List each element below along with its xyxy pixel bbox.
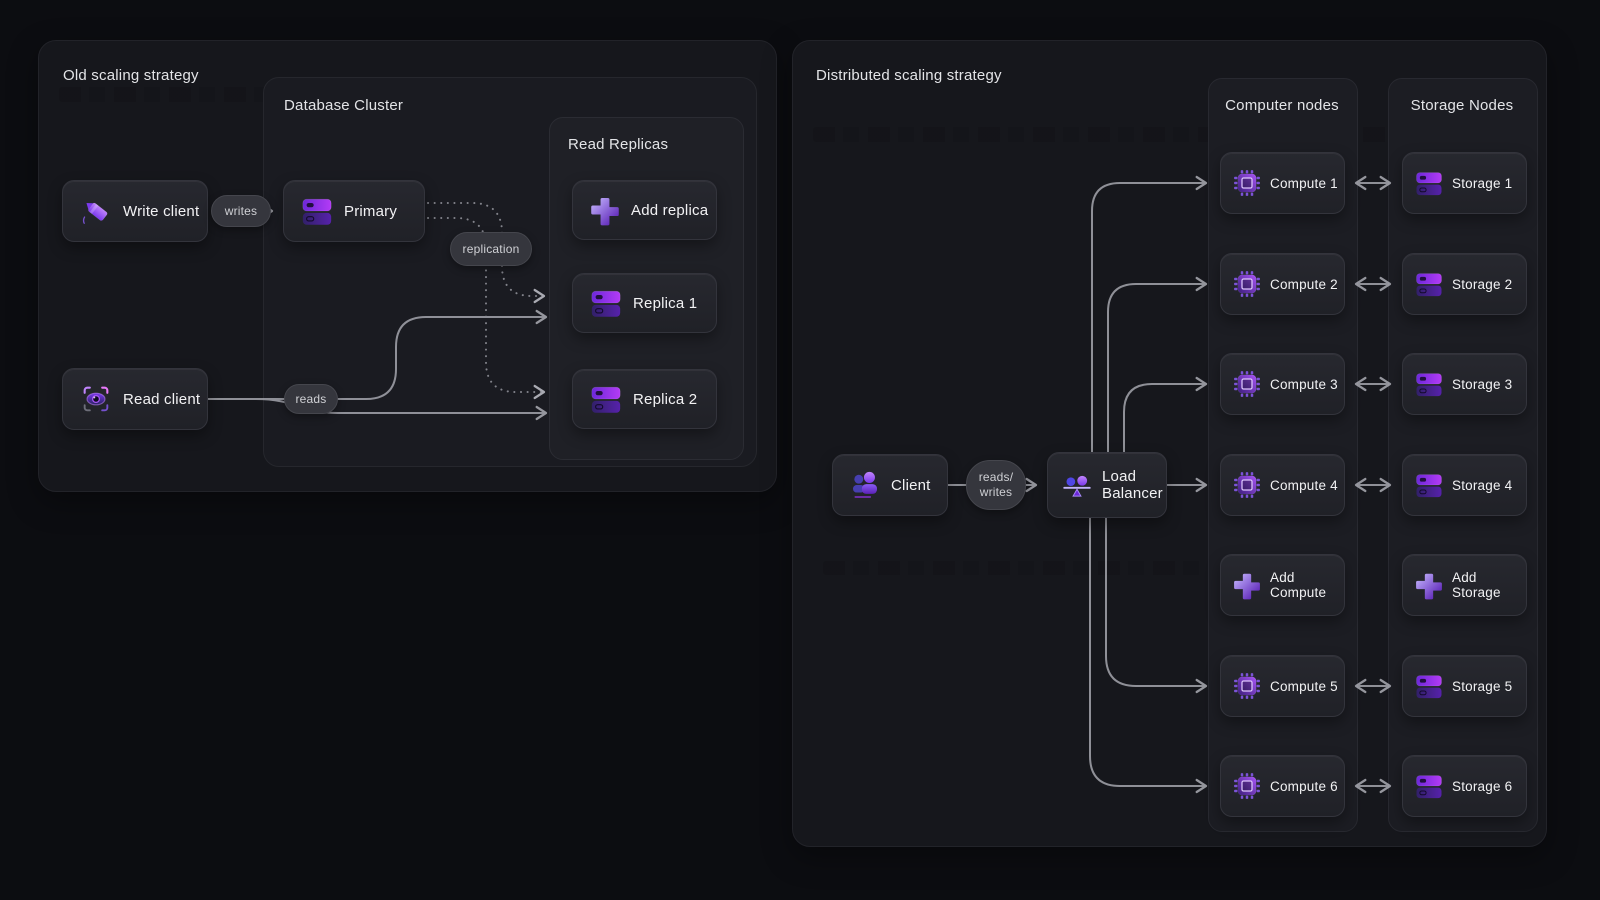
node-label: Add Compute: [1270, 570, 1327, 600]
compute-3-node[interactable]: Compute 3: [1220, 353, 1345, 415]
database-stack-icon: [1414, 369, 1444, 399]
node-label: Storage 3: [1452, 376, 1513, 392]
node-label: Compute 4: [1270, 477, 1338, 493]
node-label: Client: [891, 476, 931, 494]
compute-6-node[interactable]: Compute 6: [1220, 755, 1345, 817]
node-label: Add replica: [631, 201, 709, 219]
pill-text: writes: [979, 485, 1013, 499]
pill-text: replication: [462, 242, 520, 256]
edge-label-replication[interactable]: replication: [450, 232, 532, 266]
storage-6-node[interactable]: Storage 6: [1402, 755, 1527, 817]
edge-label-reads-writes[interactable]: reads/ writes: [966, 460, 1026, 510]
replica-1-node[interactable]: Replica 1: [572, 273, 717, 333]
node-label: Compute 5: [1270, 678, 1338, 694]
node-label: Replica 2: [633, 390, 698, 408]
node-label: Storage 5: [1452, 678, 1513, 694]
database-stack-icon: [1414, 269, 1444, 299]
node-label: Storage 6: [1452, 778, 1513, 794]
node-label: Storage 4: [1452, 477, 1513, 493]
node-label: Storage 1: [1452, 175, 1513, 191]
cpu-chip-icon: [1232, 771, 1262, 801]
panel-title: Distributed scaling strategy: [816, 67, 1002, 84]
storage-panel-title: Storage Nodes: [1410, 97, 1514, 114]
cpu-chip-icon: [1232, 269, 1262, 299]
panel-title: Database Cluster: [284, 97, 404, 114]
balance-scale-icon: [1060, 468, 1094, 502]
plus-icon: [1414, 570, 1444, 600]
load-balancer-node[interactable]: Load Balancer: [1047, 452, 1167, 518]
eye-scan-icon: [79, 382, 113, 416]
marker-pen-icon: [79, 194, 113, 228]
node-label: Compute 2: [1270, 276, 1338, 292]
node-label: Storage 2: [1452, 276, 1513, 292]
database-stack-icon: [1414, 168, 1444, 198]
database-stack-icon: [300, 194, 334, 228]
compute-4-node[interactable]: Compute 4: [1220, 454, 1345, 516]
compute-5-node[interactable]: Compute 5: [1220, 655, 1345, 717]
plus-icon: [1232, 570, 1262, 600]
compute-panel-title: Computer nodes: [1225, 97, 1339, 114]
database-stack-icon: [589, 382, 623, 416]
database-stack-icon: [1414, 771, 1444, 801]
add-replica-button[interactable]: Add replica: [572, 180, 717, 240]
compute-1-node[interactable]: Compute 1: [1220, 152, 1345, 214]
node-label: Load Balancer: [1102, 467, 1163, 502]
panel-title: Read Replicas: [568, 136, 669, 153]
database-stack-icon: [1414, 470, 1444, 500]
storage-4-node[interactable]: Storage 4: [1402, 454, 1527, 516]
panel-title: Old scaling strategy: [63, 67, 199, 84]
edge-label-writes[interactable]: writes: [211, 195, 271, 227]
node-label: Compute 6: [1270, 778, 1338, 794]
client-node[interactable]: Client: [832, 454, 948, 516]
cpu-chip-icon: [1232, 671, 1262, 701]
node-label: Compute 3: [1270, 376, 1338, 392]
pill-text: reads: [295, 392, 327, 406]
edge-label-reads[interactable]: reads: [284, 384, 338, 414]
cpu-chip-icon: [1232, 470, 1262, 500]
node-label: Compute 1: [1270, 175, 1338, 191]
storage-1-node[interactable]: Storage 1: [1402, 152, 1527, 214]
node-label: Primary: [344, 202, 398, 220]
users-icon: [849, 469, 881, 501]
storage-2-node[interactable]: Storage 2: [1402, 253, 1527, 315]
write-client-node[interactable]: Write client: [62, 180, 208, 242]
compute-2-node[interactable]: Compute 2: [1220, 253, 1345, 315]
database-stack-icon: [589, 286, 623, 320]
plus-icon: [589, 194, 621, 226]
primary-node[interactable]: Primary: [283, 180, 425, 242]
node-label: Read client: [123, 390, 201, 408]
node-label: Add Storage: [1452, 570, 1501, 600]
node-label: Write client: [123, 202, 200, 220]
add-compute-button[interactable]: Add Compute: [1220, 554, 1345, 616]
replica-2-node[interactable]: Replica 2: [572, 369, 717, 429]
node-label: Replica 1: [633, 294, 698, 312]
storage-3-node[interactable]: Storage 3: [1402, 353, 1527, 415]
storage-5-node[interactable]: Storage 5: [1402, 655, 1527, 717]
skyline-decoration: [823, 561, 1203, 575]
cpu-chip-icon: [1232, 168, 1262, 198]
pill-text: writes: [224, 204, 258, 218]
add-storage-button[interactable]: Add Storage: [1402, 554, 1527, 616]
read-client-node[interactable]: Read client: [62, 368, 208, 430]
cpu-chip-icon: [1232, 369, 1262, 399]
database-stack-icon: [1414, 671, 1444, 701]
pill-text: reads/: [978, 470, 1014, 484]
